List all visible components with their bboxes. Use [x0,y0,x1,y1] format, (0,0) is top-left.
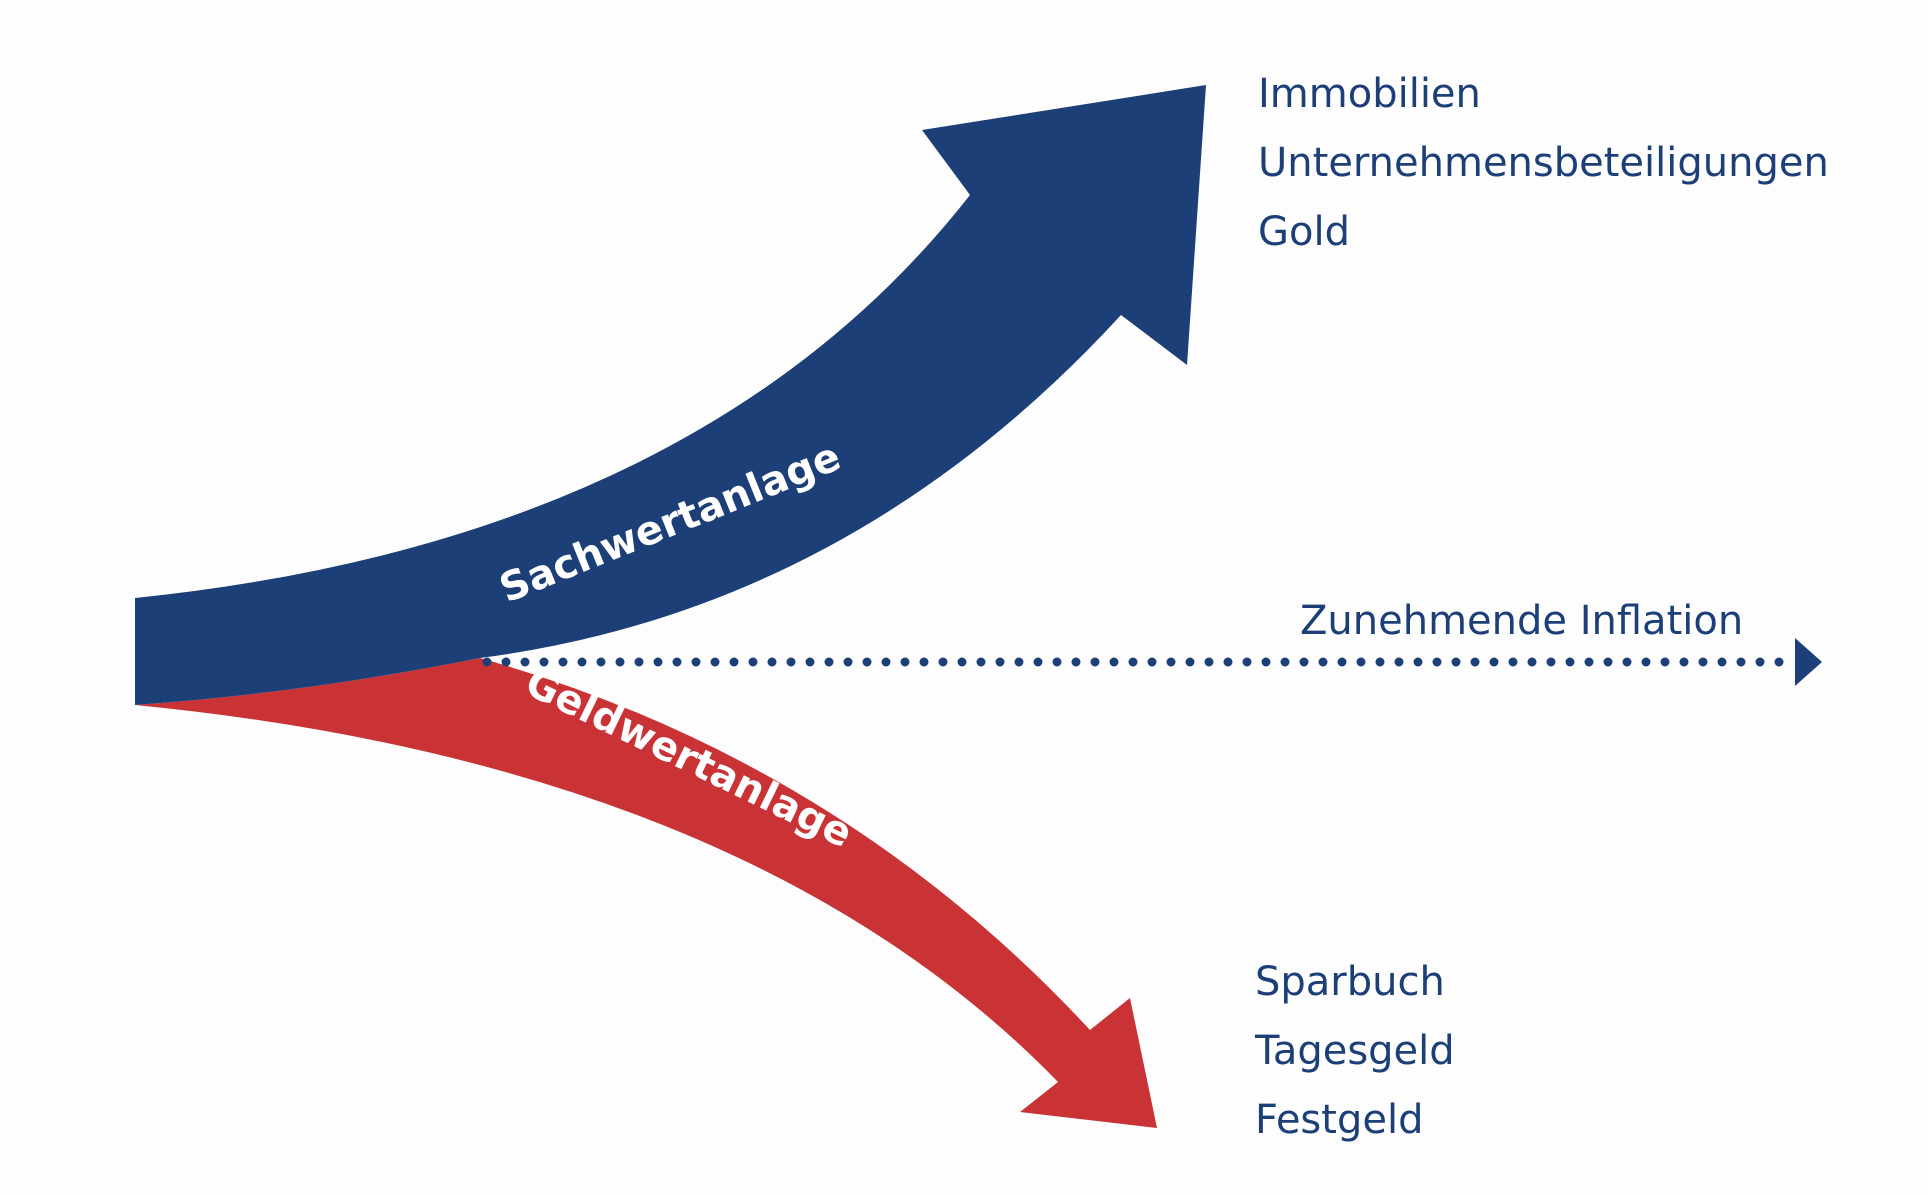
real-asset-item: Unternehmensbeteiligungen [1258,140,1829,186]
monetary-asset-item: Festgeld [1255,1097,1423,1143]
monetary-asset-item: Tagesgeld [1254,1028,1455,1074]
monetary-assets-list: Sparbuch Tagesgeld Festgeld [1254,959,1455,1143]
real-asset-item: Immobilien [1258,71,1481,117]
sachwertanlage-arrow [135,85,1206,705]
real-asset-item: Gold [1258,209,1350,255]
inflation-arrowhead [1795,638,1822,686]
real-assets-list: Immobilien Unternehmensbeteiligungen Gol… [1258,71,1829,255]
monetary-asset-item: Sparbuch [1255,959,1445,1005]
inflation-label: Zunehmende Inflation [1300,598,1743,644]
geldwertanlage-arrow [135,658,1157,1128]
